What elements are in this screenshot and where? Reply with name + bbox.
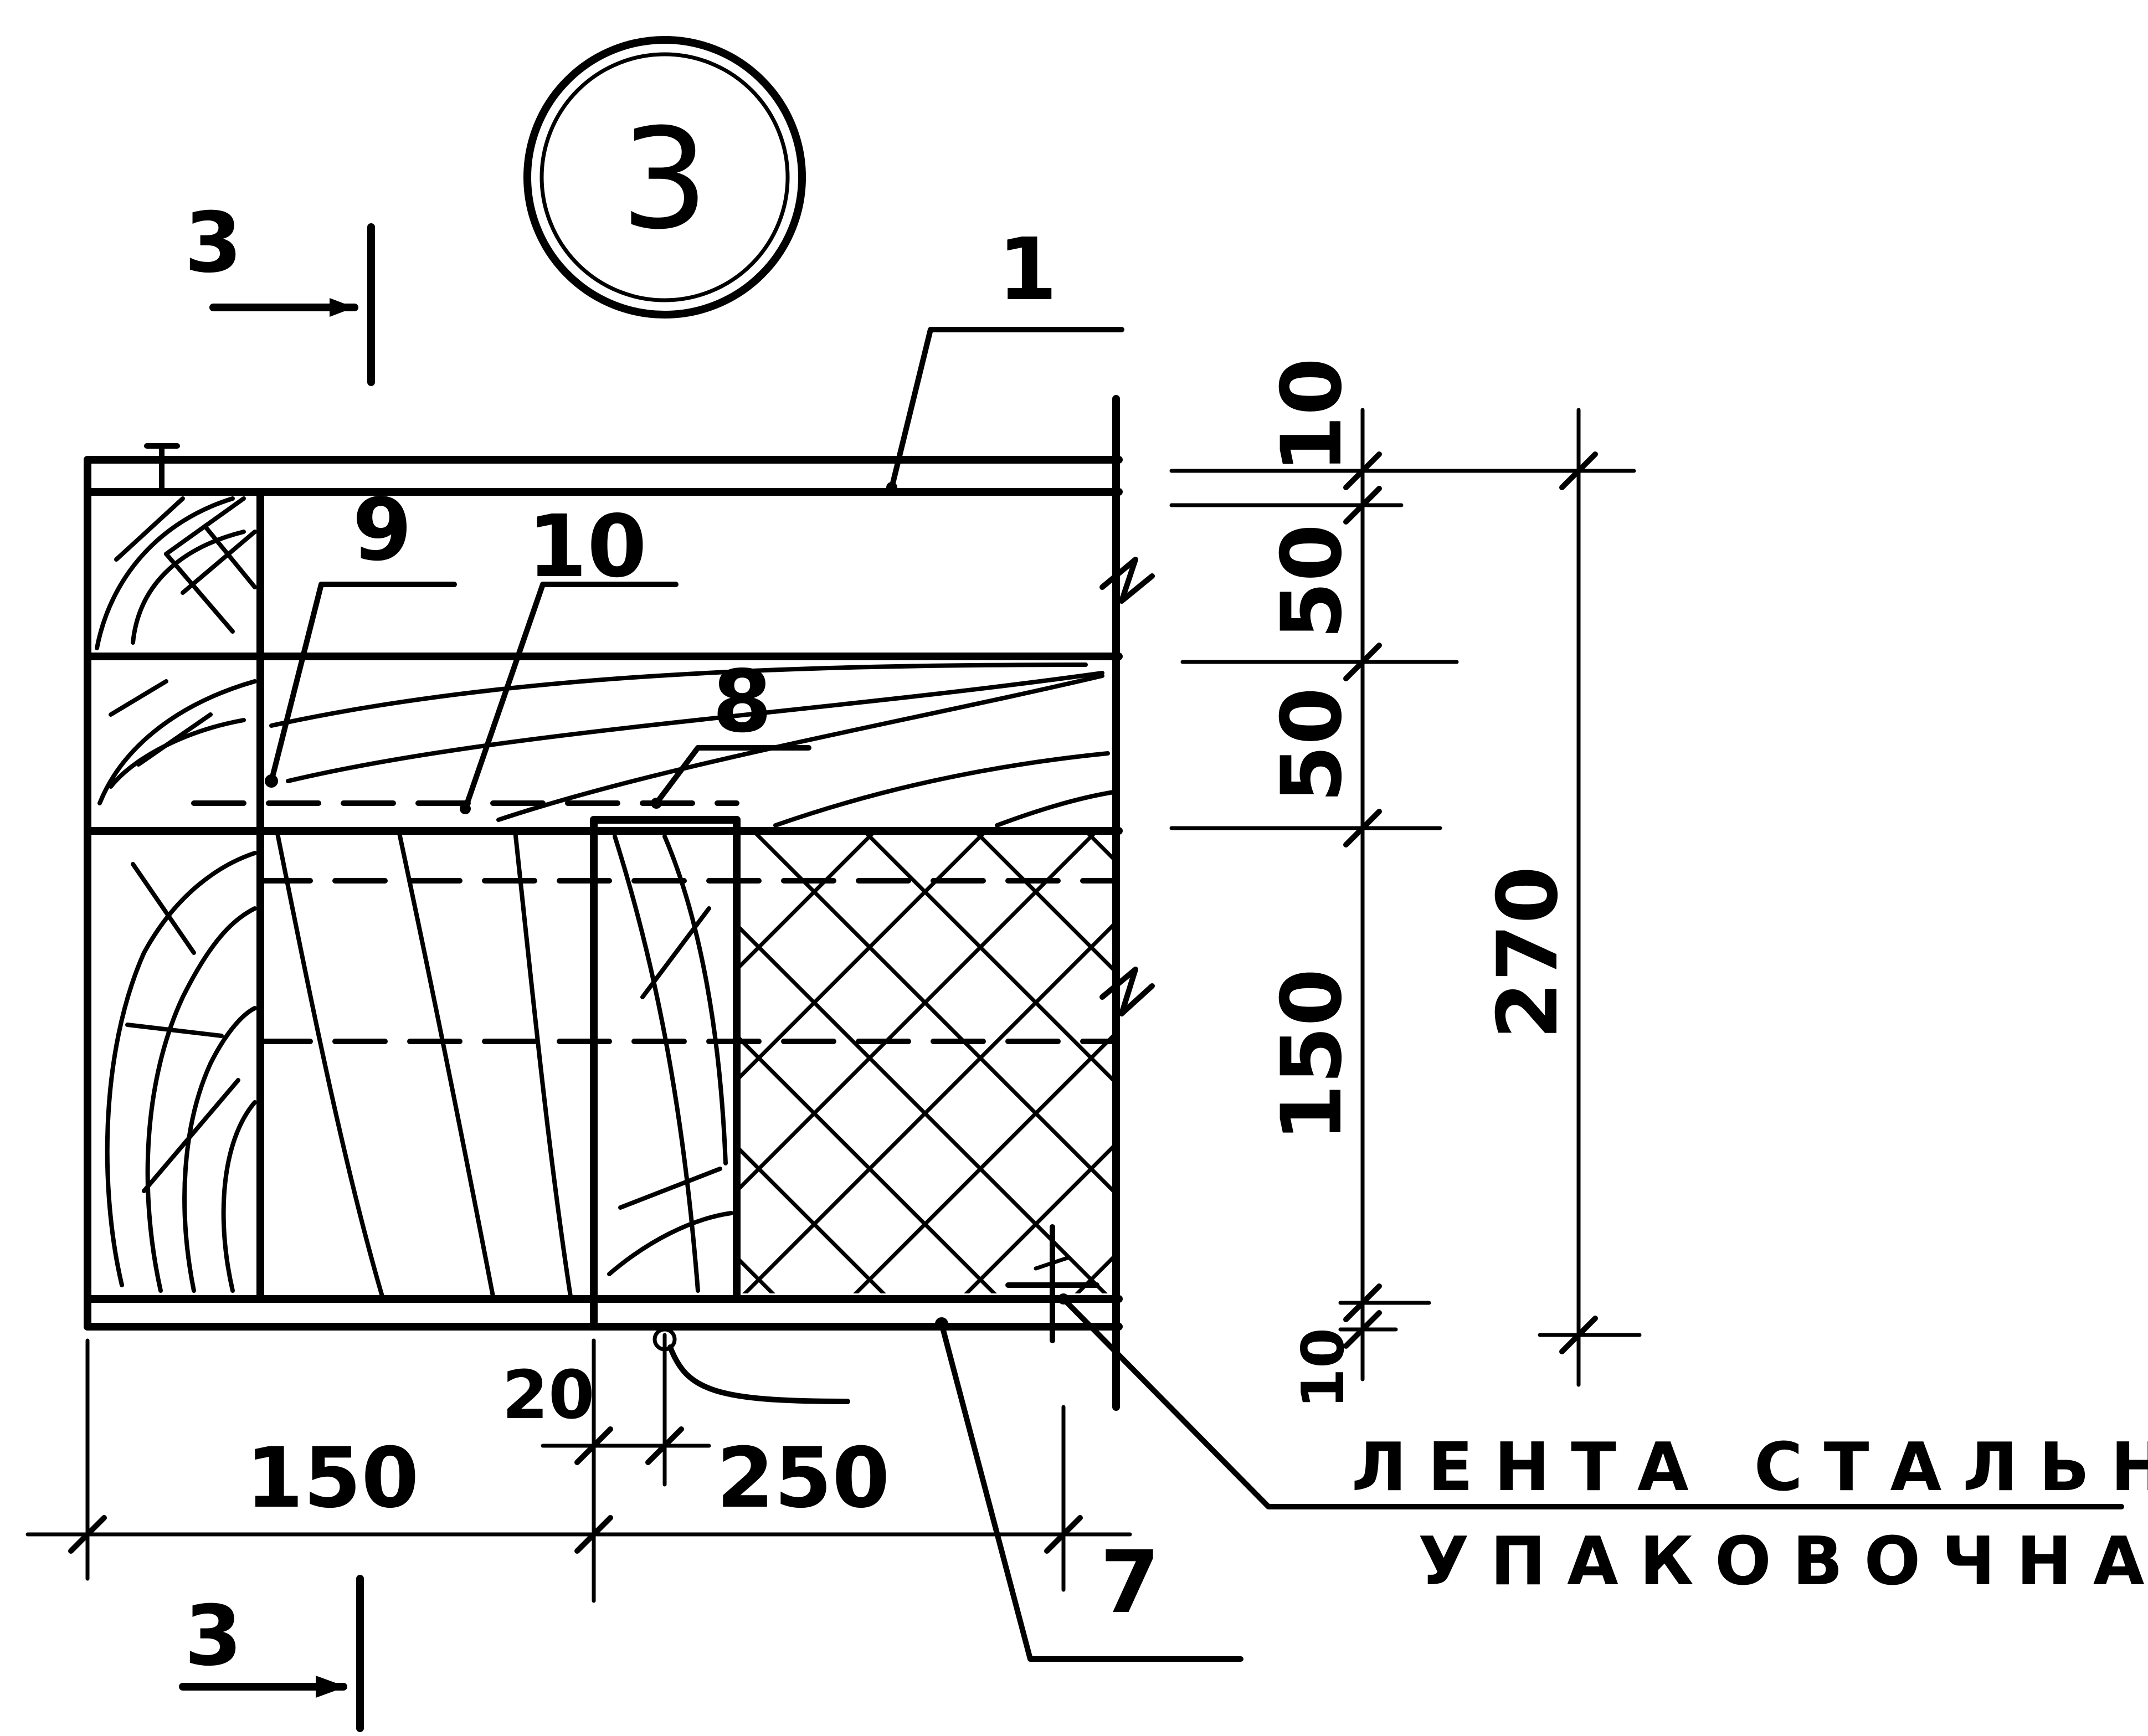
callout-1-label: 1 (998, 219, 1057, 320)
callout-8-label: 8 (712, 651, 772, 752)
section-label-top: 3 (184, 195, 242, 291)
note-steel-strap: ЛЕНТА СТАЛЬНАЯ УПАКОВОЧНАЯ (1352, 1429, 2148, 1600)
horizontal-dimensions: 150 20 250 (25, 1333, 1132, 1603)
insulation-crosshatch (737, 831, 1114, 1293)
note-line-1: ЛЕНТА СТАЛЬНАЯ (1352, 1429, 2148, 1506)
steel-strap (1005, 1224, 2124, 1509)
detail-number: 3 (620, 99, 708, 260)
dim-v-270: 270 (1480, 866, 1576, 1039)
dim-v-10-bottom: 10 (1289, 1328, 1357, 1409)
detail-marker: 3 (523, 36, 806, 319)
board-grain (269, 662, 1116, 1298)
callout-9: 9 (265, 480, 457, 788)
dim-h-150: 150 (245, 1430, 419, 1527)
dim-v-150: 150 (1264, 968, 1360, 1142)
bottom-fastener (652, 1327, 850, 1404)
dim-v-50-b: 50 (1264, 687, 1360, 803)
dim-h-20: 20 (502, 1357, 595, 1434)
break-lines (1099, 557, 1155, 1016)
dim-v-50-a: 50 (1264, 524, 1360, 640)
callout-1: 1 (886, 219, 1124, 493)
callout-10-label: 10 (527, 496, 647, 597)
callout-7-label: 7 (1100, 1532, 1160, 1632)
wood-grain (95, 496, 257, 1293)
dim-h-250: 250 (716, 1430, 890, 1527)
vertical-dimensions: 10 50 50 150 10 270 (1169, 358, 1642, 1409)
callout-8: 8 (651, 651, 811, 809)
callout-10: 10 (460, 496, 679, 814)
section-mark-top: 3 (184, 195, 375, 386)
callout-7: 7 (935, 1317, 1243, 1662)
note-line-2: УПАКОВОЧНАЯ (1418, 1523, 2148, 1600)
section-mark-bottom: 3 (179, 1575, 364, 1732)
section-label-bottom: 3 (184, 1588, 242, 1684)
dim-v-10-top: 10 (1264, 358, 1360, 474)
callout-9-label: 9 (352, 480, 412, 580)
